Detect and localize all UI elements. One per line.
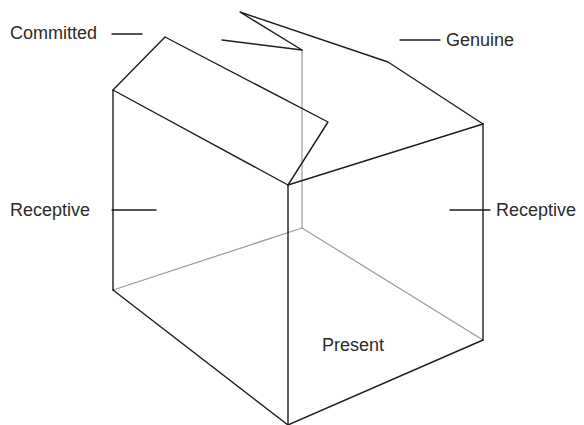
box-edge: [288, 340, 483, 425]
part-label: Receptive: [496, 199, 576, 221]
box-edge: [113, 90, 288, 185]
leader-line: [450, 209, 490, 210]
box-flap: [113, 37, 328, 185]
box-edge: [482, 124, 483, 340]
leader-line: [400, 39, 440, 40]
hidden-edge: [302, 228, 483, 340]
hidden-edge: [113, 228, 302, 290]
leader-line: [112, 209, 156, 210]
box-edge: [222, 40, 302, 50]
leader-line: [112, 33, 142, 34]
part-label: Present: [322, 334, 384, 356]
box-edge: [113, 290, 288, 425]
box-edge: [287, 185, 288, 425]
part-label: Committed: [10, 22, 97, 44]
box-edge: [288, 124, 483, 185]
part-label: Genuine: [446, 29, 514, 51]
box-flap: [240, 12, 483, 124]
box-edge: [112, 90, 113, 290]
hidden-edge: [301, 50, 302, 228]
part-label: Receptive: [10, 199, 90, 221]
